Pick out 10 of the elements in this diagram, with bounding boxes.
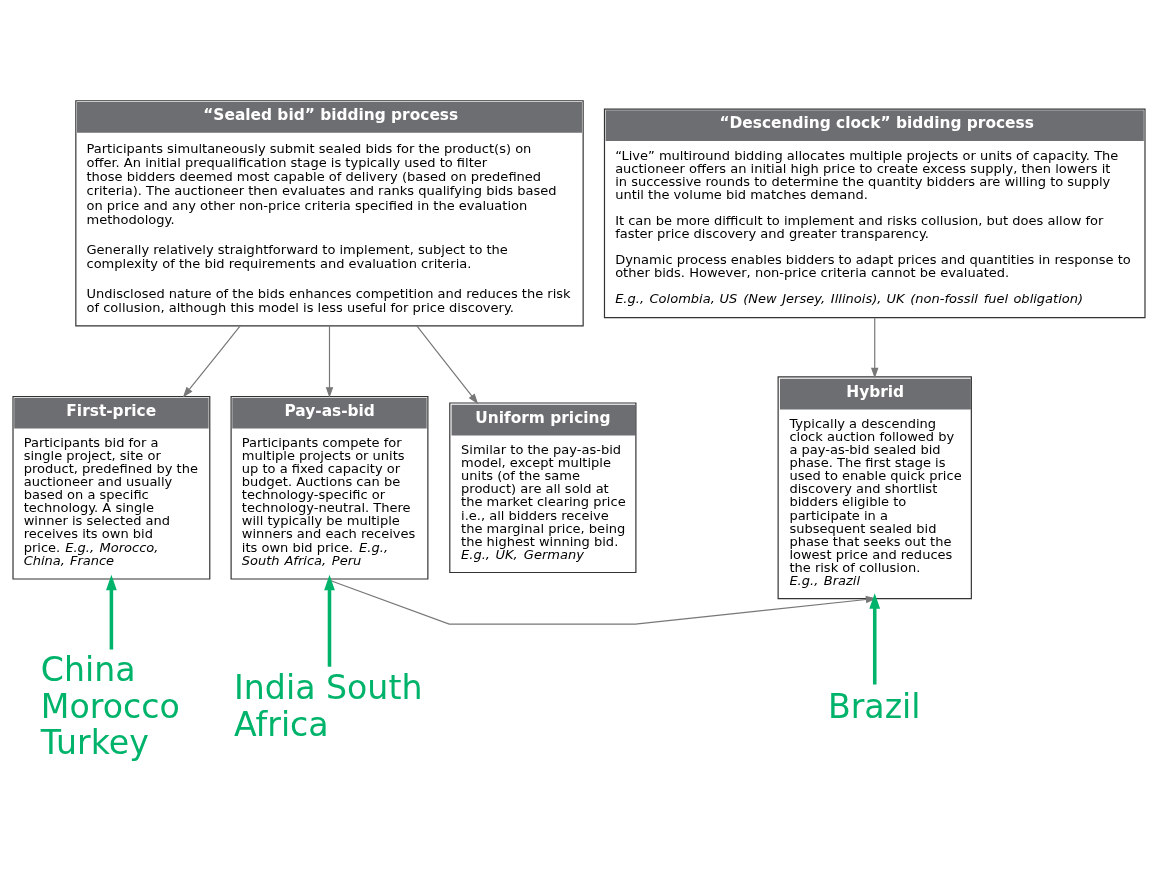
arrow [325,324,334,398]
arrow [182,324,241,397]
node-text: China Morocco Turkey [40,649,180,762]
arrow [416,324,479,404]
node-text: Brazil [827,686,921,726]
arrow [106,574,117,650]
arrow [871,316,879,378]
arrow [324,574,335,667]
node-text: India South Africa [234,667,423,744]
arrow [869,592,881,684]
